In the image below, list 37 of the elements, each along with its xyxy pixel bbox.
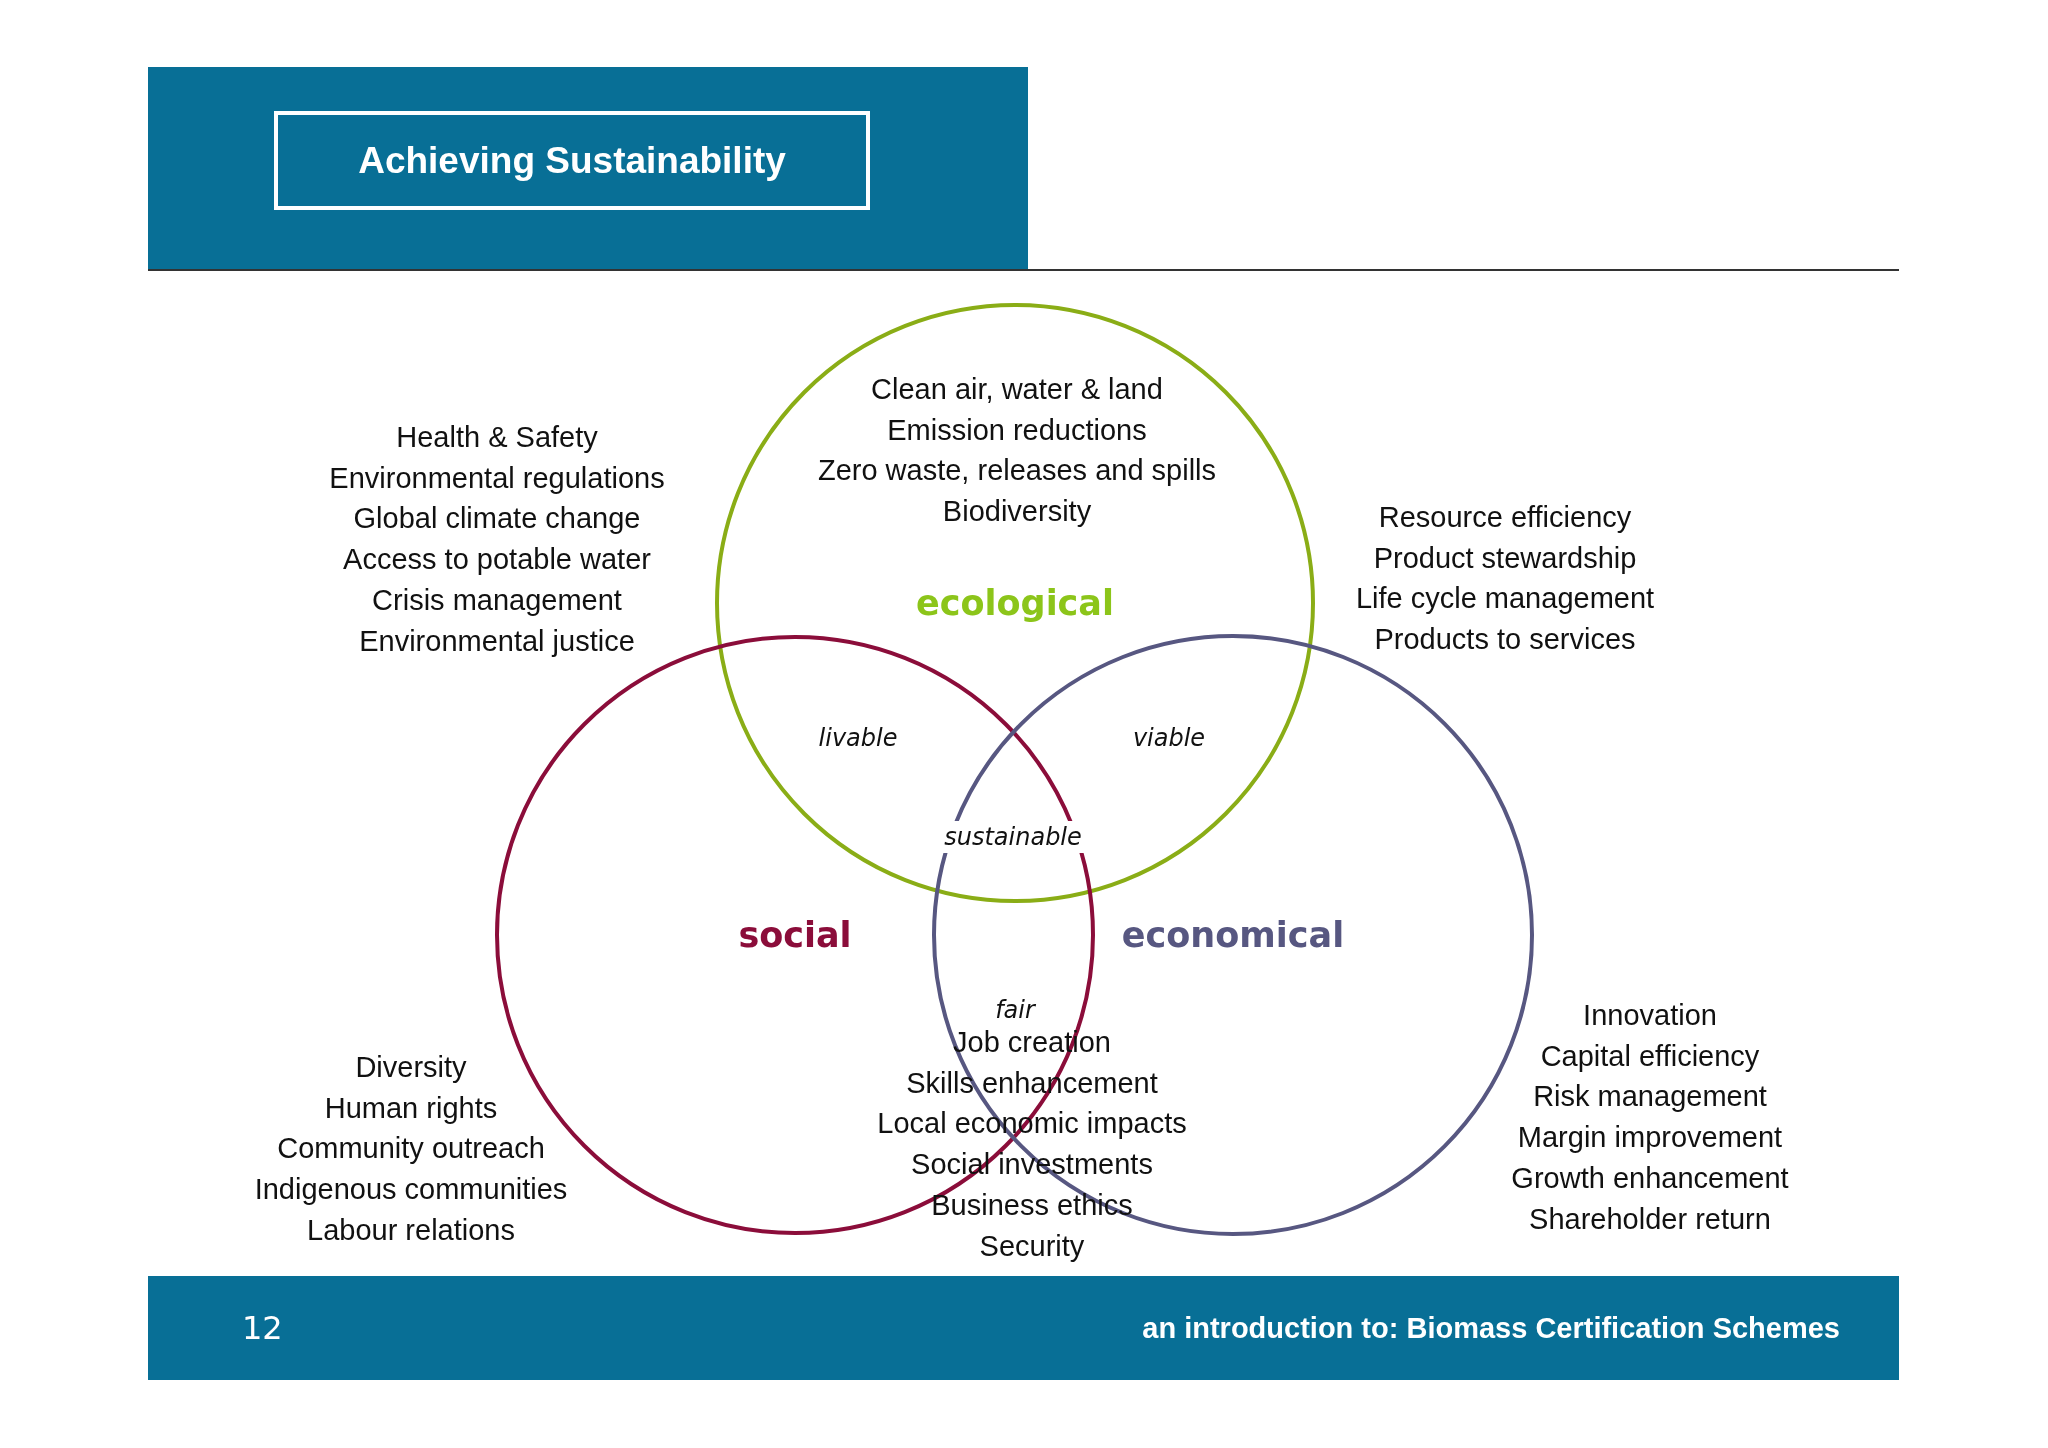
circle-label: social <box>738 917 852 953</box>
region-label: viable <box>1132 726 1206 750</box>
list-item: Resource efficiency <box>1378 502 1632 532</box>
venn-circle <box>715 303 1315 903</box>
list-item: Environmental justice <box>359 626 635 655</box>
list-item: Health & Safety <box>396 422 598 452</box>
region-label: sustainable <box>940 821 1086 853</box>
list-item: Innovation <box>1583 1000 1717 1030</box>
list-item: Community outreach <box>277 1133 545 1163</box>
slide-title: Achieving Sustainability <box>358 142 786 179</box>
list-item: Access to potable water <box>343 544 651 574</box>
list-item: Environmental regulations <box>329 463 665 493</box>
list-item: Risk management <box>1533 1081 1767 1111</box>
page-number: 12 <box>242 1312 283 1344</box>
region-label: livable <box>818 726 898 750</box>
list-item: Clean air, water & land <box>871 374 1163 404</box>
list-item: Emission reductions <box>887 415 1147 445</box>
list-item: Margin improvement <box>1517 1122 1783 1152</box>
list-item: Human rights <box>324 1093 498 1123</box>
list-item: Global climate change <box>353 503 641 533</box>
list-item: Crisis management <box>372 585 622 615</box>
list-item: Life cycle management <box>1355 583 1655 613</box>
list-item: Diversity <box>355 1052 467 1082</box>
footer-text: an introduction to: Biomass Certification Schemes <box>1142 1313 1840 1343</box>
list-item: Security <box>979 1231 1085 1260</box>
list-item: Labour relations <box>307 1215 515 1245</box>
circle-label: economical <box>1121 917 1345 953</box>
list-item: Product stewardship <box>1373 543 1637 573</box>
circle-label: ecological <box>916 585 1114 621</box>
region-label: fair <box>995 998 1035 1022</box>
list-item: Zero waste, releases and spills <box>817 455 1217 485</box>
list-item: Shareholder return <box>1529 1204 1771 1233</box>
list-item: Products to services <box>1374 624 1636 654</box>
list-item: Biodiversity <box>942 496 1092 526</box>
list-item: Capital efficiency <box>1540 1041 1760 1071</box>
list-item: Indigenous communities <box>254 1174 568 1204</box>
list-item: Growth enhancement <box>1511 1163 1789 1193</box>
